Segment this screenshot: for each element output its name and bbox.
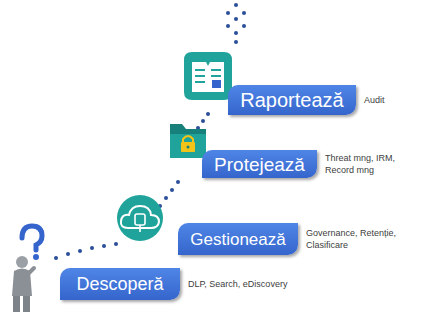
step-band: ProtejeazăThreat mng, IRM, Record mng <box>202 150 317 178</box>
step-band: DescoperăDLP, Search, eDiscovery <box>60 268 180 300</box>
book-icon <box>184 52 232 100</box>
step-detail: Audit <box>364 94 419 106</box>
step-title: Raportează <box>240 90 343 110</box>
step-detail: DLP, Search, eDiscovery <box>188 278 419 290</box>
step-title: Descoperă <box>76 275 163 293</box>
step-title: Gestionează <box>190 231 285 248</box>
step-band: GestioneazăGovernance, Retenție, Clasifi… <box>178 223 298 255</box>
dots <box>226 3 246 44</box>
step-detail: Governance, Retenție, Clasificare <box>306 227 406 251</box>
step-detail: Threat mng, IRM, Record mng <box>325 152 419 176</box>
cloud-icon <box>117 195 163 241</box>
step-band: RaporteazăAudit <box>228 85 356 115</box>
folder-icon <box>170 124 206 158</box>
step-title: Protejează <box>214 155 305 174</box>
person-figure <box>12 226 42 312</box>
